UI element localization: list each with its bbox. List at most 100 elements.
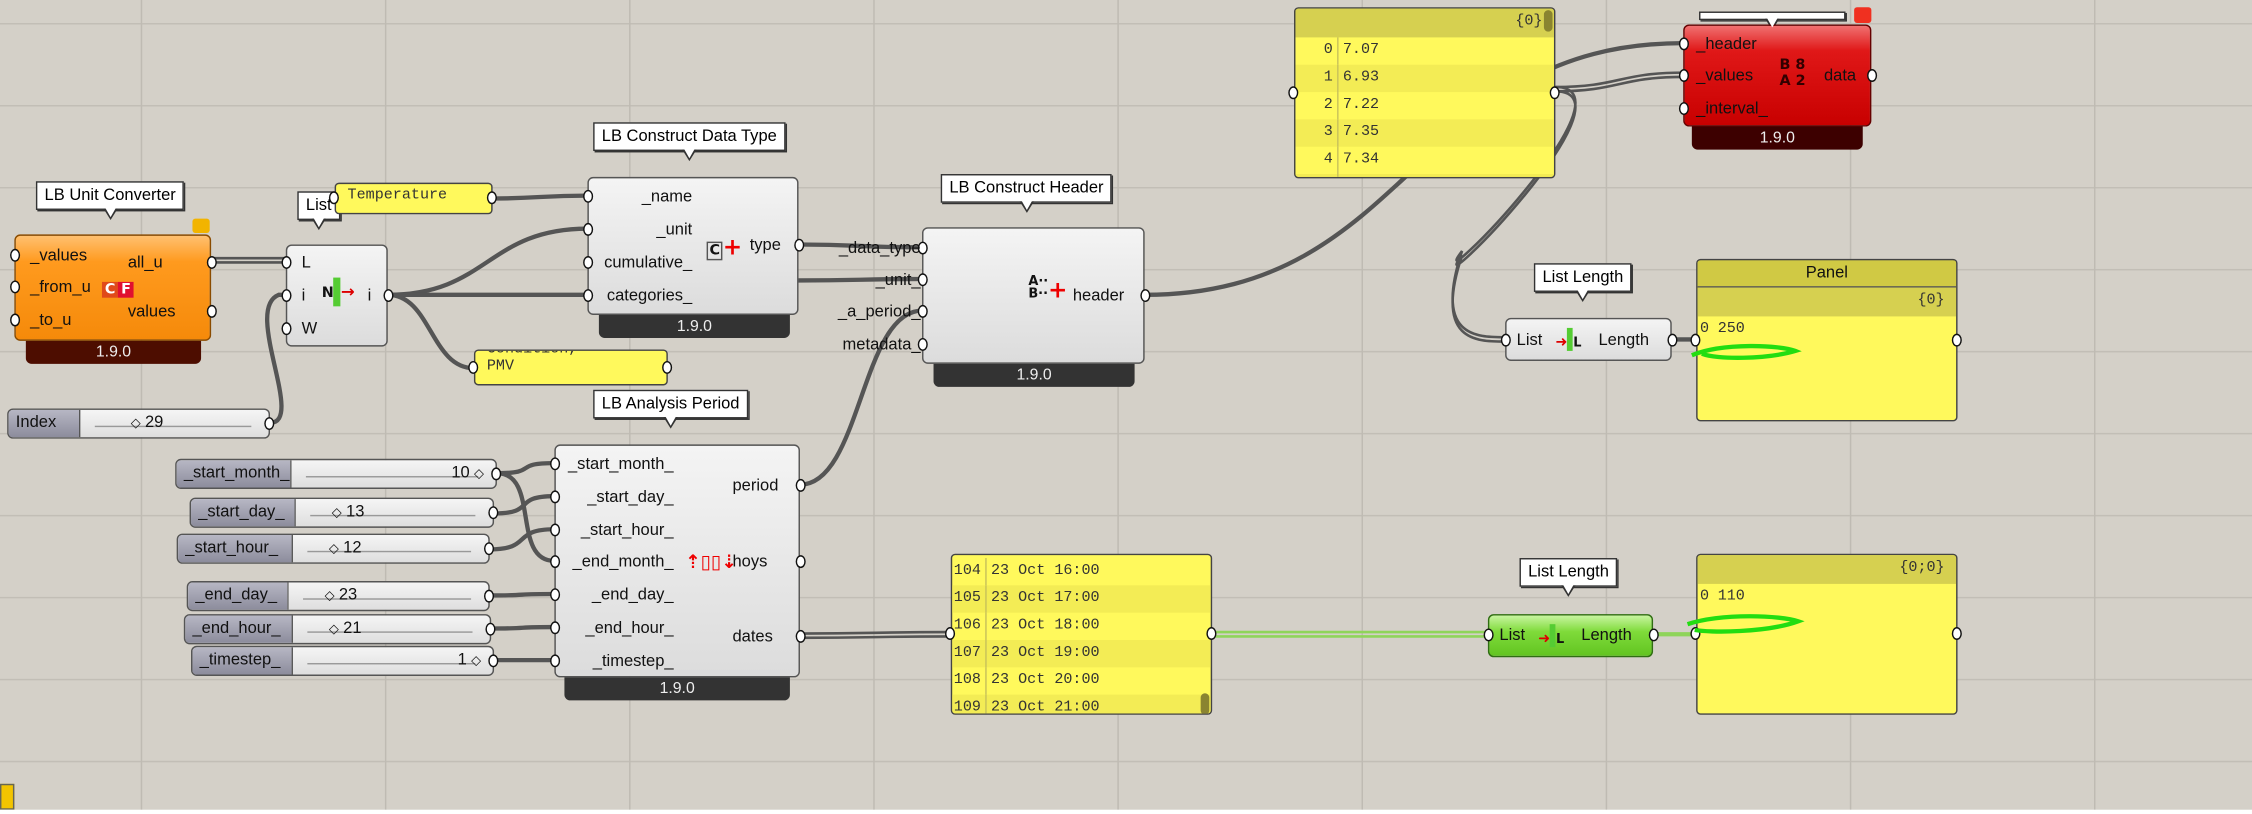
slider-grip-icon[interactable]: ◇	[474, 465, 484, 481]
slider-grip-icon[interactable]: ◇	[328, 540, 339, 556]
input-port[interactable]	[917, 337, 928, 351]
output-port[interactable]	[795, 555, 806, 569]
output-port[interactable]	[486, 191, 497, 205]
input-port[interactable]	[1678, 102, 1689, 116]
construct-header-component[interactable]: _data_type_unit__a_period_metadata_heade…	[838, 227, 1151, 364]
output-port[interactable]	[1951, 627, 1962, 640]
output-port[interactable]	[1549, 85, 1560, 99]
slider-grip-icon[interactable]: ◇	[331, 504, 342, 520]
output-port[interactable]	[795, 478, 806, 492]
index-slider[interactable]: Index◇29	[7, 408, 271, 439]
input-port[interactable]	[1690, 627, 1701, 640]
output-port[interactable]	[1648, 628, 1659, 642]
output-port[interactable]	[488, 654, 499, 668]
input-port[interactable]	[945, 627, 956, 640]
input-port[interactable]	[917, 241, 928, 255]
slider-track[interactable]	[303, 590, 472, 600]
output-port[interactable]	[206, 304, 217, 318]
input-port[interactable]	[10, 280, 21, 294]
input-port[interactable]	[550, 654, 561, 668]
analysis-period-component[interactable]: _start_month__start_day__start_hour__end…	[550, 444, 806, 678]
condition-panel[interactable]: Condition,PMV	[473, 349, 668, 386]
input-port[interactable]	[10, 313, 21, 327]
input-port[interactable]	[550, 490, 561, 504]
row-index: 3	[1295, 119, 1339, 147]
input-port[interactable]	[583, 222, 594, 236]
slider-track[interactable]	[94, 417, 252, 428]
output-port[interactable]	[264, 417, 275, 431]
input-port[interactable]	[583, 189, 594, 203]
input-port[interactable]	[281, 322, 292, 336]
input-port[interactable]	[328, 191, 339, 205]
temperature-panel[interactable]: Temperature	[334, 182, 493, 215]
start-hour-slider[interactable]: _start_hour_◇12	[176, 533, 490, 564]
input-port[interactable]	[281, 289, 292, 303]
list-length-icon: ➜L	[1555, 327, 1581, 351]
output-port[interactable]	[206, 255, 217, 269]
input-port[interactable]	[917, 304, 928, 318]
output-port[interactable]	[1667, 333, 1678, 347]
output-port[interactable]	[1206, 627, 1217, 640]
output-port[interactable]	[662, 360, 673, 374]
output-port[interactable]	[795, 629, 806, 643]
output-port[interactable]	[488, 506, 499, 520]
output-port[interactable]	[491, 467, 502, 481]
warning-flag-icon[interactable]	[192, 218, 210, 233]
slider-grip-icon[interactable]: ◇	[471, 652, 482, 668]
error-flag-icon[interactable]	[1854, 7, 1872, 24]
end-hour-slider[interactable]: _end_hour_◇21	[183, 614, 492, 645]
input-port[interactable]	[1678, 37, 1689, 51]
input-port[interactable]	[550, 457, 561, 471]
panel-scrollbar[interactable]	[1200, 693, 1210, 714]
output-port[interactable]	[794, 238, 805, 252]
input-port[interactable]	[583, 289, 594, 303]
output-port[interactable]	[1140, 289, 1151, 303]
output-port[interactable]	[485, 622, 496, 636]
input-port[interactable]	[1678, 69, 1689, 82]
slider-track[interactable]	[307, 654, 476, 665]
input-port[interactable]	[1690, 332, 1701, 346]
input-port[interactable]	[550, 588, 561, 602]
input-port[interactable]	[1500, 333, 1511, 347]
start-month-slider[interactable]: _start_month_10◇	[175, 458, 497, 489]
output-port[interactable]	[483, 589, 495, 603]
input-port[interactable]	[1483, 628, 1494, 642]
slider-grip-icon[interactable]: ◇	[328, 621, 339, 636]
slider-track[interactable]	[310, 506, 476, 517]
slider-grip-icon[interactable]: ◇	[130, 415, 141, 431]
input-port[interactable]	[10, 248, 21, 262]
slider-grip-icon[interactable]: ◇	[324, 588, 335, 603]
timestep-slider[interactable]: _timestep_1◇	[191, 645, 495, 676]
wire	[265, 292, 286, 425]
canvas-corner-icon[interactable]	[0, 783, 15, 810]
output-port[interactable]	[383, 289, 394, 303]
start-day-slider[interactable]: _start_day_◇13	[189, 497, 495, 528]
end-day-slider[interactable]: _end_day_◇23	[186, 581, 490, 612]
slider-track[interactable]	[307, 623, 473, 633]
slider-track[interactable]	[307, 542, 472, 553]
panel-scrollbar[interactable]	[1543, 10, 1553, 32]
input-port[interactable]	[550, 621, 561, 635]
input-port[interactable]	[583, 255, 594, 269]
output-port[interactable]	[483, 542, 495, 556]
input-port[interactable]	[917, 273, 928, 287]
input-port[interactable]	[468, 360, 479, 374]
input-port[interactable]	[550, 555, 561, 569]
output-port[interactable]	[1867, 69, 1878, 82]
input-port[interactable]	[281, 255, 292, 269]
input-port[interactable]	[550, 523, 561, 537]
output-port[interactable]	[1951, 332, 1962, 346]
input-port[interactable]	[1288, 85, 1299, 99]
slider-track[interactable]	[305, 467, 479, 478]
